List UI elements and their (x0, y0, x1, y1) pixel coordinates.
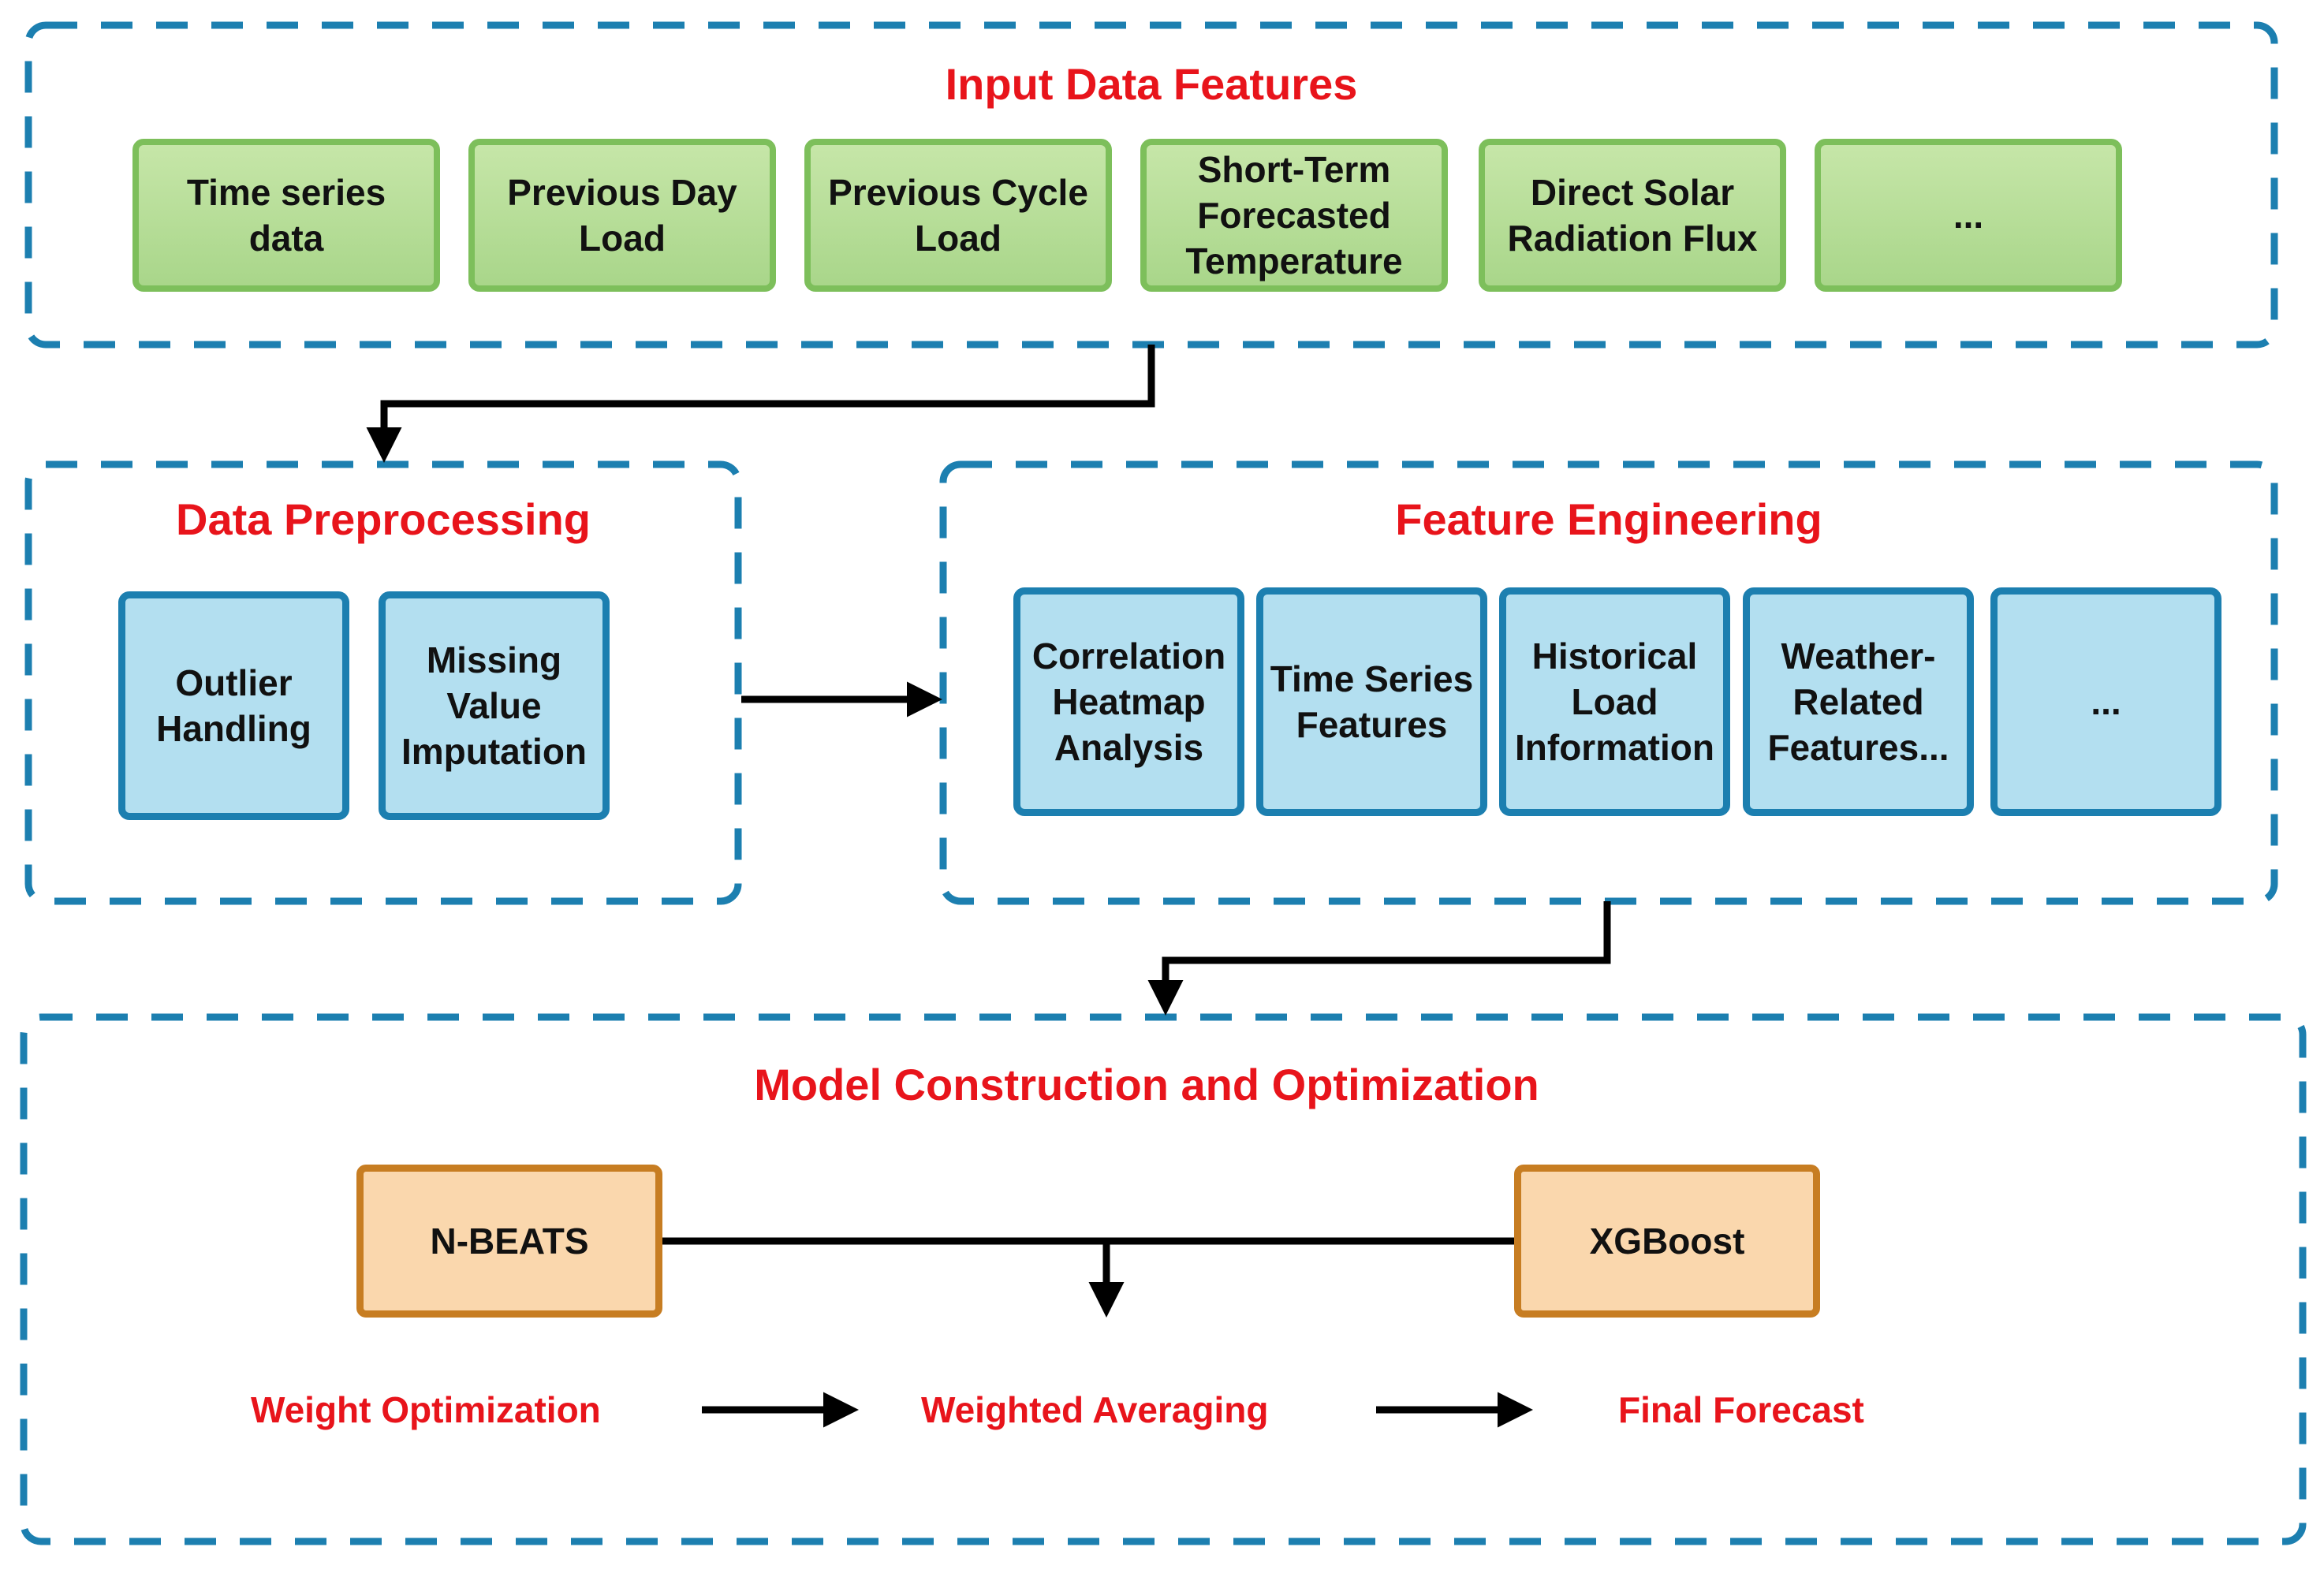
input-item-previous-day-load: Previous Day Load (468, 139, 776, 292)
model-panel-title: Model Construction and Optimization (754, 1060, 1539, 1109)
feature-item-weather-features: Weather- Related Features... (1743, 587, 1974, 816)
step-weight-optimization: Weight Optimization (251, 1389, 601, 1430)
feature-item-time-series-features: Time Series Features (1256, 587, 1487, 816)
arrow-feature-to-model (1147, 901, 1611, 1016)
model-construction-panel: Model Construction and Optimization (24, 1017, 2303, 1541)
input-item-solar-radiation-flux: Direct Solar Radiation Flux (1479, 139, 1786, 292)
arrow-input-to-preprocessing (366, 345, 1155, 463)
preprocessing-panel-title: Data Preprocessing (176, 494, 591, 544)
preprocessing-item-missing-value-imputation: Missing Value Imputation (379, 591, 610, 820)
step-weighted-averaging: Weighted Averaging (921, 1389, 1269, 1430)
feature-engineering-panel: Feature Engineering (943, 464, 2274, 901)
feature-item-historical-load: Historical Load Information (1499, 587, 1730, 816)
input-data-panel: Input Data Features (28, 25, 2274, 345)
step-final-forecast: Final Forecast (1618, 1389, 1864, 1430)
feature-panel-title: Feature Engineering (1395, 494, 1822, 544)
preprocessing-panel-border (24, 460, 742, 905)
input-item-more: ... (1815, 139, 2122, 292)
feature-item-more: ... (1990, 587, 2221, 816)
input-item-time-series-data: Time series data (132, 139, 440, 292)
model-panel-border (20, 1013, 2307, 1545)
input-item-forecasted-temperature: Short-Term Forecasted Temperature (1140, 139, 1448, 292)
model-xgboost: XGBoost (1514, 1165, 1820, 1318)
preprocessing-item-outlier-handling: Outlier Handling (118, 591, 349, 820)
model-n-beats: N-BEATS (356, 1165, 662, 1318)
feature-item-correlation-heatmap: Correlation Heatmap Analysis (1013, 587, 1244, 816)
data-preprocessing-panel: Data Preprocessing (28, 464, 738, 901)
input-panel-title: Input Data Features (945, 59, 1358, 109)
input-item-previous-cycle-load: Previous Cycle Load (804, 139, 1112, 292)
